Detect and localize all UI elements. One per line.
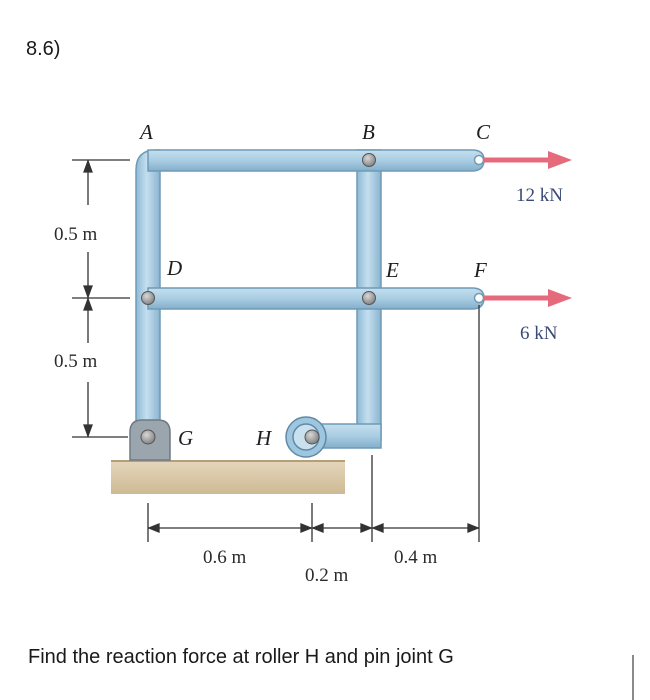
dim-h2: 0.2 m (305, 565, 349, 586)
label-B: B (362, 120, 375, 144)
pin-D (141, 291, 155, 305)
dim-h3: 0.4 m (394, 547, 438, 568)
label-E: E (385, 258, 399, 282)
member-ABC (147, 149, 485, 172)
label-A: A (138, 120, 153, 144)
frame-diagram: 12 kN 6 kN A B C D E F G H 0.5 m 0.5 m 0… (54, 120, 572, 586)
frame-members (135, 149, 485, 449)
question-text: Find the reaction force at roller H and … (28, 646, 454, 668)
force-label-F: 6 kN (520, 323, 558, 344)
problem-number: 8.6) (26, 38, 61, 60)
ground (111, 460, 345, 494)
dim-v-bottom: 0.5 m (54, 351, 98, 372)
dim-h1: 0.6 m (203, 547, 247, 568)
pin-E (362, 291, 376, 305)
force-label-C: 12 kN (516, 185, 563, 206)
member-DEF (147, 287, 485, 310)
pin-G (140, 429, 156, 445)
pin-B (362, 153, 376, 167)
label-D: D (166, 256, 182, 280)
horizontal-dimensions (147, 305, 480, 542)
label-F: F (473, 258, 487, 282)
vertical-dimensions (72, 159, 130, 438)
label-H: H (255, 426, 273, 450)
pin-F (473, 292, 485, 304)
member-EH-bend (317, 423, 382, 449)
label-G: G (178, 426, 193, 450)
force-arrow-C (484, 151, 572, 169)
text-cursor (632, 655, 634, 700)
pin-H (304, 429, 320, 445)
label-C: C (476, 120, 491, 144)
force-arrow-F (484, 289, 572, 307)
dim-v-top: 0.5 m (54, 224, 98, 245)
pin-C (473, 154, 485, 166)
